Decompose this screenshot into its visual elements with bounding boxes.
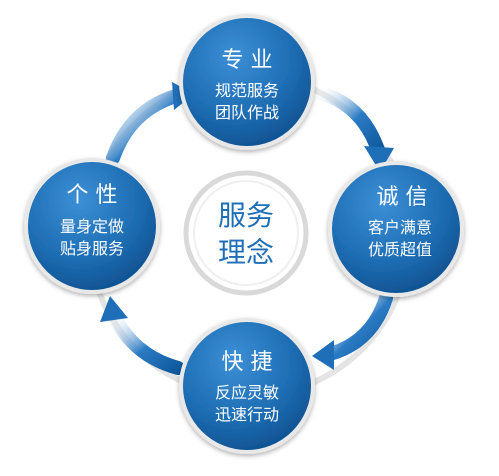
node-title: 快 捷 <box>222 350 273 375</box>
node-title: 诚 信 <box>377 185 428 210</box>
arrow-right-to-bottom <box>323 291 393 361</box>
node-text-line1: 规范服务 <box>215 81 279 100</box>
node-bottom: 快 捷 反应灵敏 迅速行动 <box>179 318 315 454</box>
node-title: 专 业 <box>222 48 273 73</box>
arrow-left-to-top <box>106 89 183 165</box>
node-text-line2: 优质超值 <box>368 240 432 259</box>
center-hub: 服务 理念 <box>183 170 309 296</box>
node-text-line2: 迅速行动 <box>215 405 279 424</box>
arrow-top-to-right <box>311 85 385 157</box>
node-right: 诚 信 客户满意 优质超值 <box>328 161 464 297</box>
arrow-bottom-to-left <box>107 309 185 375</box>
arrowhead-top-to-right <box>364 146 394 172</box>
node-text-line2: 贴身服务 <box>60 239 124 258</box>
node-title: 个 性 <box>67 183 118 208</box>
cycle-arrows <box>100 82 394 375</box>
node-top: 专 业 规范服务 团队作战 <box>179 14 315 150</box>
node-text-line1: 客户满意 <box>368 218 432 237</box>
node-text-line2: 团队作战 <box>215 103 279 122</box>
arrowhead-right-to-bottom <box>312 340 334 370</box>
node-text-line1: 量身定做 <box>60 217 124 236</box>
node-left: 个 性 量身定做 贴身服务 <box>24 158 160 294</box>
center-label-line1: 服务 <box>218 199 274 232</box>
arrowhead-bottom-to-left <box>100 296 128 322</box>
center-label-line2: 理念 <box>218 236 274 269</box>
node-text-line1: 反应灵敏 <box>215 383 279 402</box>
